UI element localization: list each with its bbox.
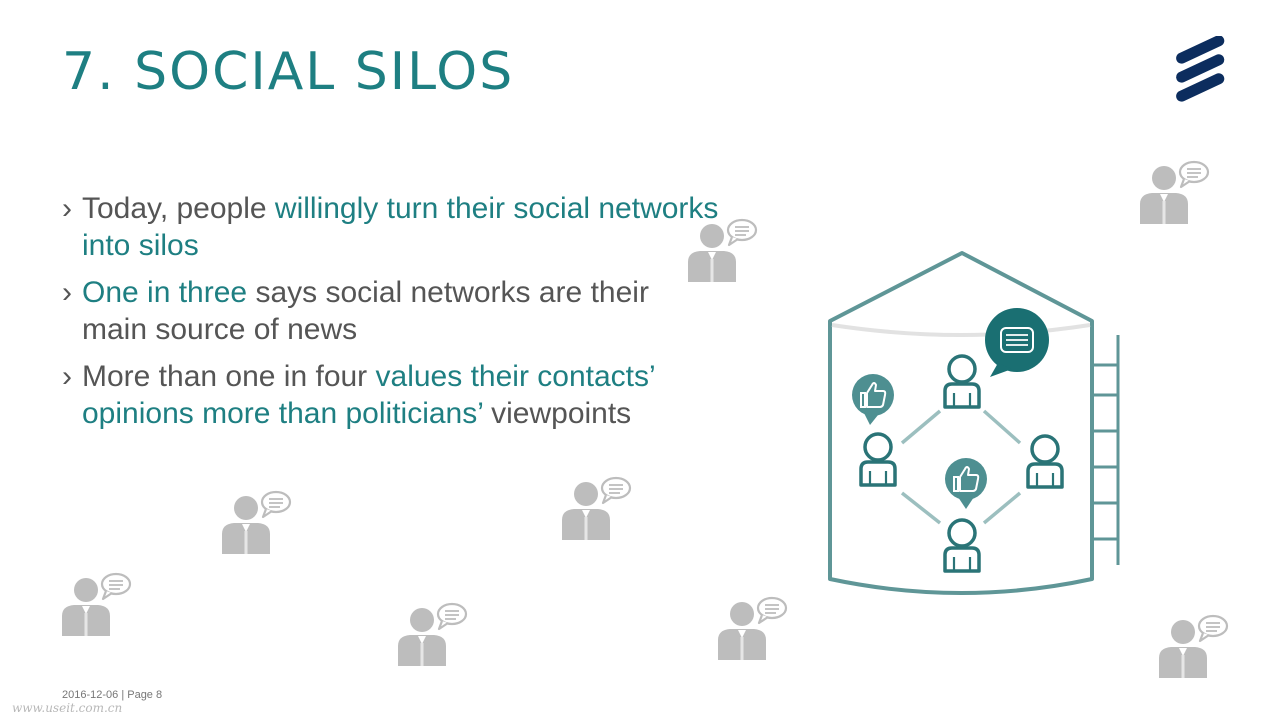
person-with-speech-bubble-icon	[60, 572, 132, 638]
silo-rim	[831, 323, 1091, 337]
bullet-mark: ›	[62, 276, 72, 309]
person-with-speech-bubble-icon	[1157, 614, 1229, 680]
silo-illustration	[828, 251, 1120, 595]
person-with-speech-bubble-icon	[220, 490, 292, 556]
bullet-item: › More than one in four values their con…	[62, 358, 722, 432]
bullet-text: says social networks are their main sour…	[82, 276, 649, 346]
ericsson-logo-icon	[1176, 36, 1225, 102]
person-with-speech-bubble-icon	[560, 476, 632, 542]
bullet-text: Today, people	[82, 192, 275, 225]
ladder	[1090, 335, 1120, 565]
bullet-mark: ›	[62, 192, 72, 225]
person-with-speech-bubble-icon	[716, 596, 788, 662]
bullet-list: › Today, people willingly turn their soc…	[62, 190, 722, 442]
thumbs-up-icon	[945, 458, 987, 509]
person-with-speech-bubble-icon	[396, 602, 468, 668]
person-with-speech-bubble-icon	[686, 218, 758, 284]
bullet-highlight: values their contacts’ opinions more tha…	[82, 360, 655, 430]
slide-title: 7. SOCIAL SILOS	[62, 42, 515, 102]
bullet-text: viewpoints	[482, 397, 632, 430]
bullet-highlight: willingly turn their social networks int…	[82, 192, 719, 262]
bullet-highlight: One in three	[82, 276, 248, 309]
thumbs-up-icon	[852, 374, 894, 425]
bullet-item: › Today, people willingly turn their soc…	[62, 190, 722, 264]
bullet-mark: ›	[62, 360, 72, 393]
chat-bubble-icon	[985, 308, 1049, 377]
bullet-item: › One in three says social networks are …	[62, 274, 722, 348]
footer-date-page: 2016-12-06 | Page 8	[62, 689, 163, 701]
watermark: www.useit.com.cn	[12, 701, 123, 715]
bullet-text: More than one in four	[82, 360, 376, 393]
person-with-speech-bubble-icon	[1138, 160, 1210, 226]
